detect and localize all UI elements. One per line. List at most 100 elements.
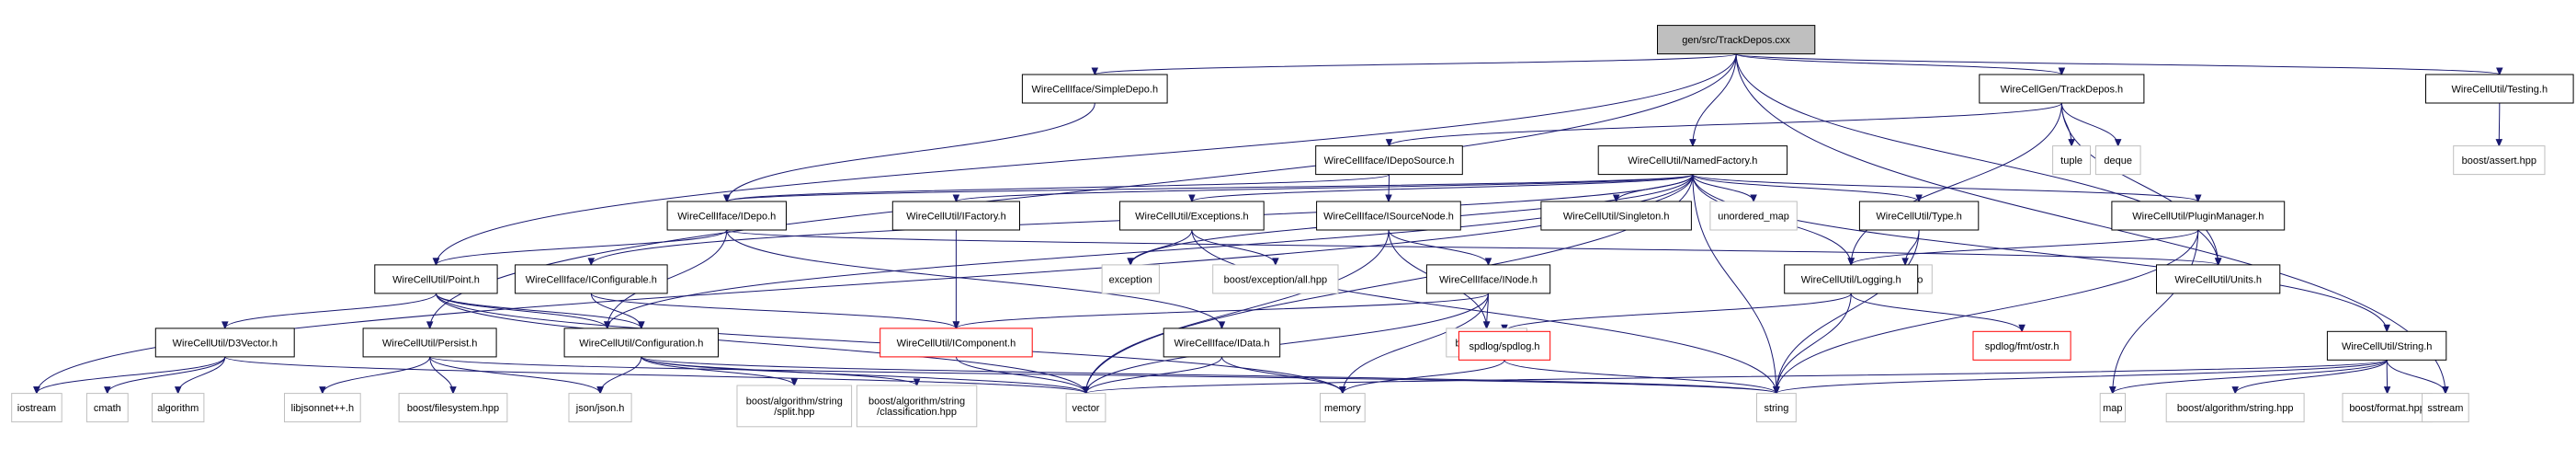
node-box [1657, 25, 1816, 55]
node-boost-split[interactable]: boost/algorithm/string/split.hpp [736, 385, 853, 428]
node-boost-class[interactable]: boost/algorithm/string/classification.hp… [856, 385, 978, 428]
edge-namedfactory-to-set [607, 174, 1694, 328]
edge-icomponent-to-vector [955, 356, 1086, 394]
node-libjsonnet[interactable]: libjsonnet++.h [284, 393, 361, 423]
node-label: WireCellUtil/Testing.h [2452, 85, 2548, 96]
edge-type_h-to-string [1776, 229, 1920, 394]
arrowhead [1339, 386, 1346, 395]
arrowhead [1218, 321, 1226, 330]
node-box [85, 393, 129, 423]
node-persist[interactable]: WireCellUtil/Persist.h [362, 328, 497, 358]
node-fmt-ostr[interactable]: spdlog/fmt/ostr.h [1972, 330, 2071, 361]
edge-isourcenode-to-inode [1388, 229, 1489, 266]
node-pluginmanager[interactable]: WireCellUtil/PluginManager.h [2111, 201, 2286, 231]
node-label: WireCellUtil/Persist.h [382, 338, 477, 349]
node-map[interactable]: map [2099, 393, 2126, 423]
node-label: iostream [17, 403, 56, 414]
node-label: WireCellIface/INode.h [1439, 274, 1538, 285]
node-tuple[interactable]: tuple [2052, 145, 2092, 176]
arrowhead [104, 386, 111, 395]
edge-namedfactory-to-string_h [1692, 174, 2388, 332]
arrowhead [952, 194, 960, 203]
node-box [2099, 393, 2126, 423]
node-box [1320, 393, 1366, 423]
node-boost-algstr[interactable]: boost/algorithm/string.hpp [2165, 393, 2305, 423]
edge-root-to-simpledepo [1094, 53, 1737, 75]
edge-d3vector-to-vector [224, 356, 1086, 395]
node-boost-exc[interactable]: boost/exception/all.hpp [1212, 264, 1339, 294]
edge-pluginmanager-to-logging [1850, 229, 2199, 266]
edge-ideposource-to-idepo [726, 174, 1390, 202]
node-sstream[interactable]: sstream [2422, 393, 2469, 423]
node-string-h[interactable]: WireCellUtil/String.h [2326, 330, 2447, 361]
node-box [11, 393, 62, 423]
arrowhead [1901, 258, 1909, 267]
node-configuration[interactable]: WireCellUtil/Configuration.h [563, 328, 719, 358]
node-vector[interactable]: vector [1065, 393, 1106, 423]
node-boost-fs[interactable]: boost/filesystem.hpp [398, 393, 508, 423]
node-idepo[interactable]: WireCellIface/IDepo.h [666, 201, 787, 231]
arrowhead [723, 194, 731, 203]
arrowhead [2495, 139, 2503, 147]
node-boost-format[interactable]: boost/format.hpp [2342, 393, 2433, 423]
node-algorithm[interactable]: algorithm [152, 393, 205, 423]
node-box [2342, 393, 2433, 423]
node-namedfactory[interactable]: WireCellUtil/NamedFactory.h [1597, 145, 1788, 176]
node-inode[interactable]: WireCellIface/INode.h [1425, 264, 1551, 294]
edge-namedfactory-to-type_h [1692, 174, 1920, 202]
node-memory[interactable]: memory [1320, 393, 1366, 423]
edge-logging-to-spdlog [1504, 293, 1852, 332]
node-ideposource[interactable]: WireCellIface/IDepoSource.h [1315, 145, 1463, 176]
node-simpledepo[interactable]: WireCellIface/SimpleDepo.h [1021, 74, 1168, 104]
arrowhead [426, 321, 434, 330]
arrowhead [1385, 194, 1392, 203]
node-box [362, 328, 497, 358]
edge-string_h-to-vector [1085, 359, 2388, 395]
arrowhead [2214, 258, 2222, 267]
node-exception[interactable]: exception [1101, 264, 1160, 294]
node-type-h[interactable]: WireCellUtil/Type.h [1858, 201, 1980, 231]
node-box [2453, 145, 2546, 176]
node-spdlog[interactable]: spdlog/spdlog.h [1458, 330, 1551, 361]
arrowhead [1127, 258, 1134, 267]
node-box [1756, 393, 1797, 423]
nodes-layer: gen/src/TrackDepos.cxxWireCellIface/Simp… [11, 25, 2574, 428]
arrowhead [1091, 67, 1099, 76]
node-isourcenode[interactable]: WireCellIface/ISourceNode.h [1316, 201, 1461, 231]
node-iostream[interactable]: iostream [11, 393, 62, 423]
node-box [1597, 145, 1788, 176]
node-point[interactable]: WireCellUtil/Point.h [374, 264, 498, 294]
node-boost-assert[interactable]: boost/assert.hpp [2453, 145, 2546, 176]
node-logging[interactable]: WireCellUtil/Logging.h [1784, 264, 1919, 294]
node-unordered-map[interactable]: unordered_map [1709, 201, 1798, 231]
edge-root-to-testing [1735, 53, 2501, 75]
edge-logging-to-fmt_ostr [1850, 293, 2023, 332]
node-trackdepos-h[interactable]: WireCellGen/TrackDepos.h [1979, 74, 2145, 104]
node-ifactory[interactable]: WireCellUtil/IFactory.h [891, 201, 1020, 231]
node-box [1784, 264, 1919, 294]
node-d3vector[interactable]: WireCellUtil/D3Vector.h [154, 328, 295, 358]
edge-iconfigurable-to-icomponent [590, 293, 957, 329]
node-label: algorithm [157, 403, 199, 414]
node-json[interactable]: json/json.h [568, 393, 632, 423]
node-testing[interactable]: WireCellUtil/Testing.h [2425, 74, 2574, 104]
node-iconfigurable[interactable]: WireCellIface/IConfigurable.h [515, 264, 668, 294]
node-box [1458, 330, 1551, 361]
node-singleton[interactable]: WireCellUtil/Singleton.h [1540, 201, 1692, 231]
node-label: memory [1324, 403, 1361, 414]
node-deque[interactable]: deque [2094, 145, 2141, 176]
edge-trackdepos_h-to-units [2060, 103, 2219, 265]
node-label: boost/format.hpp [2349, 403, 2425, 414]
node-exceptions[interactable]: WireCellUtil/Exceptions.h [1119, 201, 1265, 231]
edge-string_h-to-map [2112, 359, 2388, 395]
node-string[interactable]: string [1756, 393, 1797, 423]
node-root[interactable]: gen/src/TrackDepos.cxx [1657, 25, 1816, 55]
node-units[interactable]: WireCellUtil/Units.h [2156, 264, 2281, 294]
node-icomponent[interactable]: WireCellUtil/IComponent.h [879, 328, 1033, 358]
node-cmath[interactable]: cmath [85, 393, 129, 423]
node-label: libjsonnet++.h [291, 403, 355, 414]
arrowhead [1385, 139, 1393, 147]
node-idata[interactable]: WireCellIface/IData.h [1163, 328, 1281, 358]
arrowhead [1915, 194, 1923, 203]
node-label: boost/algorithm/string.hpp [2177, 403, 2294, 414]
